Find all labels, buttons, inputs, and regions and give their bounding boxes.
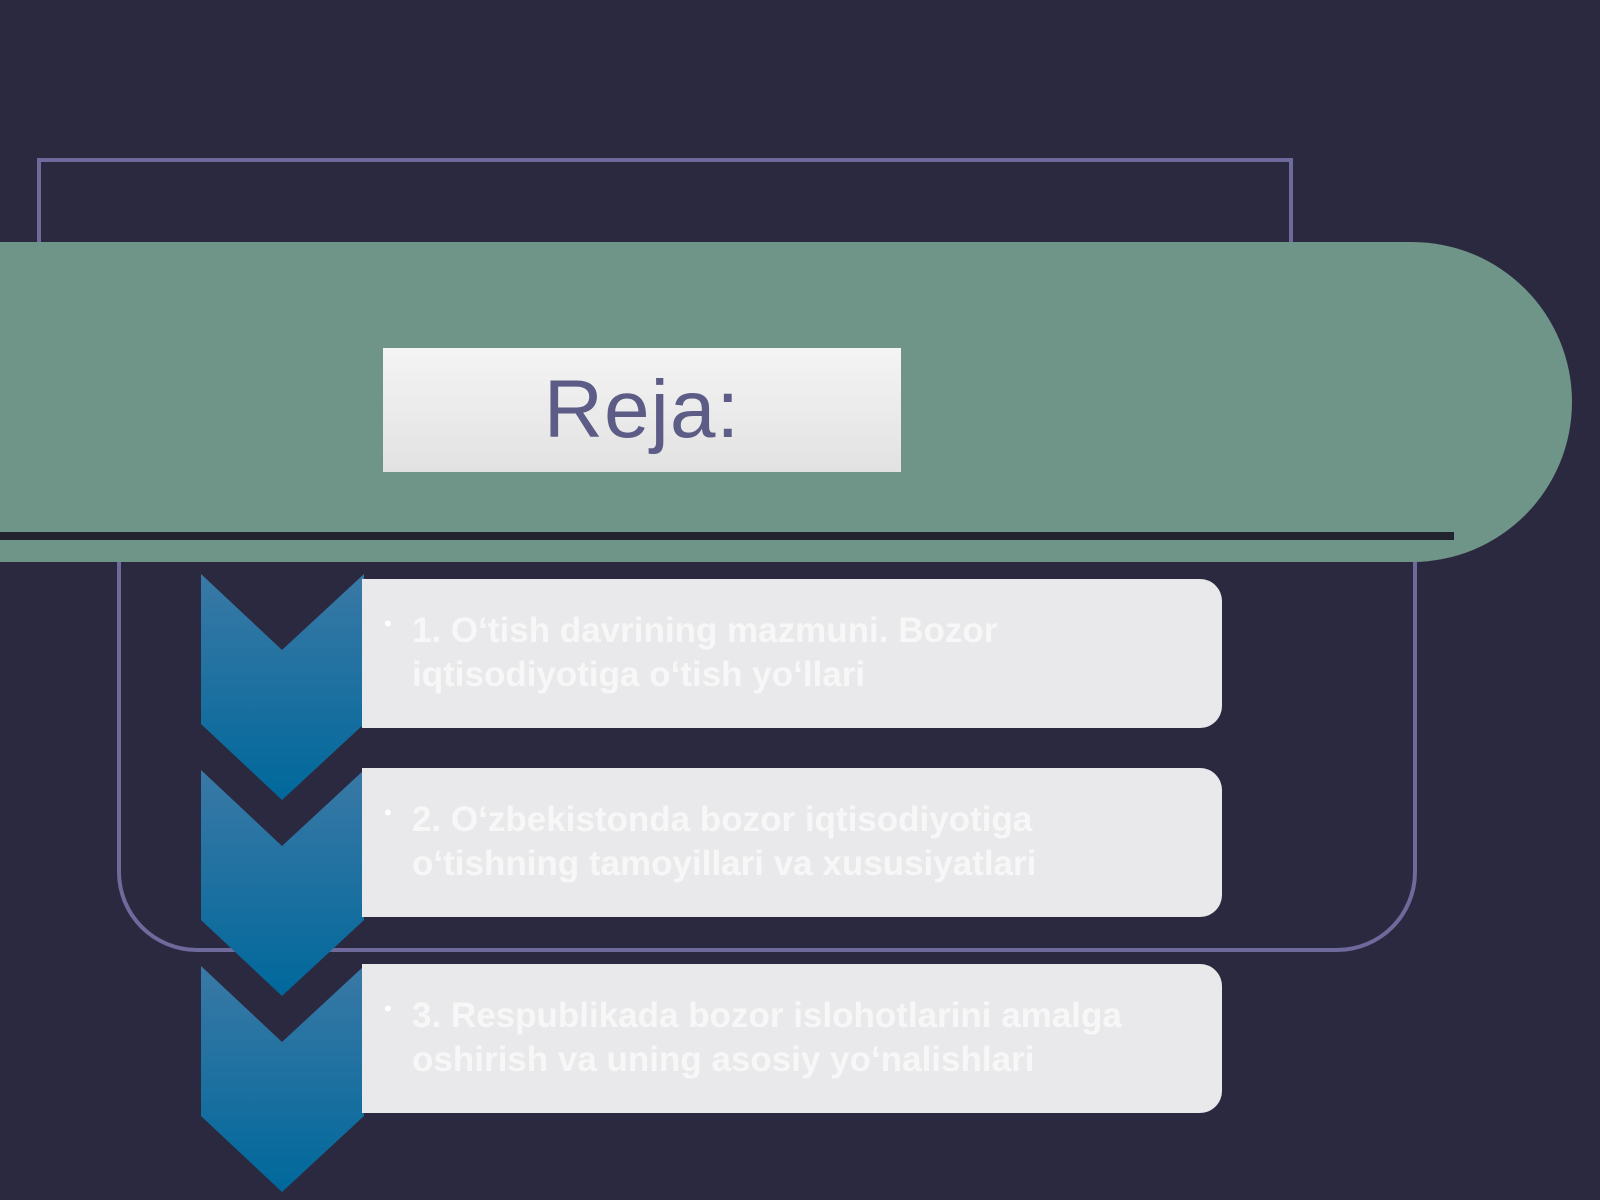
chevron-down-icon bbox=[201, 770, 364, 996]
bottom-frame-outline bbox=[117, 540, 1417, 952]
bullet: • bbox=[384, 611, 392, 636]
plan-item-text: 3. Respublikada bozor islohotlarini amal… bbox=[412, 996, 1122, 1079]
plan-item-text: 2. O‘zbekistonda bozor iqtisodiyotiga o‘… bbox=[412, 800, 1037, 883]
plan-item-1: • 1. O‘tish davrining mazmuni. Bozor iqt… bbox=[362, 579, 1222, 728]
chevron-down-icon bbox=[201, 966, 364, 1192]
top-frame-outline bbox=[37, 158, 1293, 278]
plan-item-text: 1. O‘tish davrining mazmuni. Bozor iqtis… bbox=[412, 611, 998, 694]
slide-title: Reja: bbox=[543, 364, 741, 455]
plan-item-2: • 2. O‘zbekistonda bozor iqtisodiyotiga … bbox=[362, 768, 1222, 917]
title-box: Reja: bbox=[383, 348, 901, 472]
band-underline bbox=[0, 532, 1454, 540]
chevron-down-icon bbox=[201, 574, 364, 800]
bullet: • bbox=[384, 996, 392, 1021]
plan-item-3: • 3. Respublikada bozor islohotlarini am… bbox=[362, 964, 1222, 1113]
bullet: • bbox=[384, 800, 392, 825]
